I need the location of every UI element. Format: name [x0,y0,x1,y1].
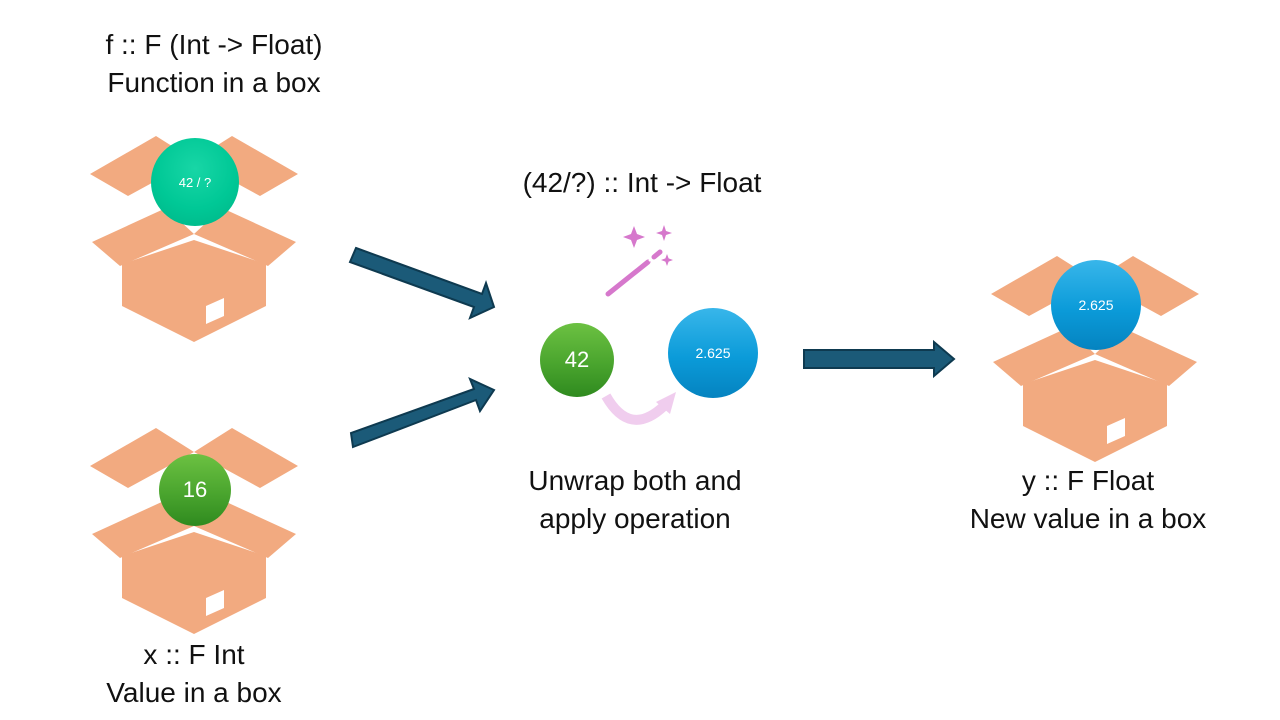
operation-description-line2: apply operation [539,503,731,534]
result-ball: 2.625 [1051,260,1141,350]
value-type-signature: x :: F Int [143,639,245,670]
computed-result-ball: 2.625 [668,308,758,398]
result-type-signature: y :: F Float [1021,465,1155,496]
value-description: Value in a box [106,677,282,708]
value-ball: 16 [159,454,231,526]
function-type-signature: f :: F (Int -> Float) [105,29,323,60]
operation-description-line1: Unwrap both and [528,465,742,496]
magic-wand-icon [605,249,663,297]
sparkle-icon [656,225,672,241]
function-box-icon [90,136,298,342]
result-description: New value in a box [969,503,1207,534]
value-box-label: x :: F Int Value in a box [84,636,304,712]
function-ball: 42 / ? [151,138,239,226]
function-box-label: f :: F (Int -> Float) Function in a box [84,26,344,102]
value-ball-label: 16 [182,477,208,502]
operation-description: Unwrap both and apply operation [495,462,775,538]
result-ball-label: 2.625 [1078,297,1114,313]
unwrapped-value-ball: 42 [540,323,614,397]
cycle-arrow-icon [601,392,676,425]
function-description: Function in a box [107,67,321,98]
arrow-icon [803,339,956,379]
sparkle-icon [623,226,645,248]
result-box-label: y :: F Float New value in a box [940,462,1236,538]
sparkle-icon [661,254,673,266]
computed-result-label: 2.625 [695,345,731,361]
function-ball-label: 42 / ? [178,174,212,190]
arrow-icon [349,377,496,449]
unwrapped-function-signature: (42/?) :: Int -> Float [522,167,762,198]
arrow-icon [348,246,496,320]
unwrapped-value-label: 42 [564,347,590,372]
